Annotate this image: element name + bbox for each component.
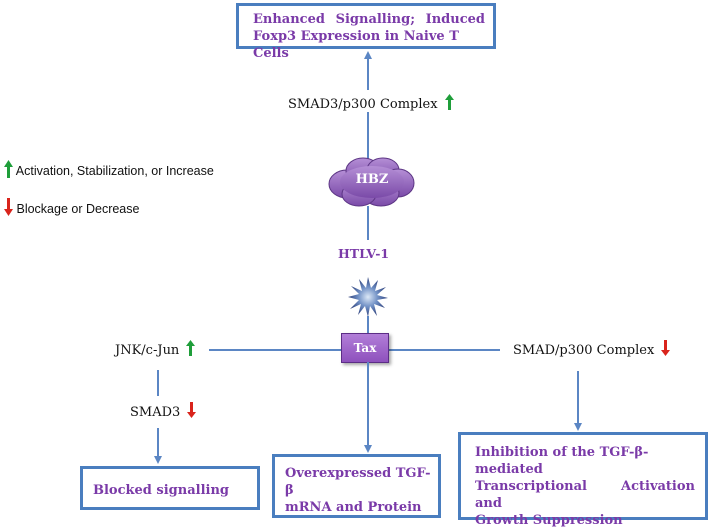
green-up-arrow-icon: [444, 94, 454, 110]
jnk-to-tax-line: [209, 349, 342, 351]
smad3-p300-complex-text: SMAD3/p300 Complex: [288, 97, 438, 112]
legend-blockage: Blockage or Decrease: [4, 198, 139, 216]
legend-activation-text: Activation, Stabilization, or Increase: [15, 164, 214, 178]
blocked-signalling-box: Blocked signalling: [80, 466, 260, 510]
smad-to-inhibition-line: [577, 371, 579, 423]
smad3-label: SMAD3: [130, 402, 197, 420]
inhibition-line2: Transcriptional Activation and: [475, 479, 695, 511]
jnk-to-smad3-line: [157, 370, 159, 396]
blocked-signalling-text: Blocked signalling: [93, 483, 229, 498]
virus-to-tax-line: [367, 316, 369, 334]
overexpressed-line1: Overexpressed TGF-β: [285, 466, 431, 498]
tax-to-smad-line: [387, 349, 500, 351]
red-down-arrow-icon: [661, 340, 671, 356]
virus-particle-icon: [348, 277, 388, 317]
top-outcome-line2: Foxp3 Expression in Naive T Cells: [253, 29, 459, 61]
tax-to-overexpressed-line: [367, 362, 369, 445]
arrow-to-overexpressed: [364, 445, 372, 453]
arrow-to-inhibition: [574, 423, 582, 431]
smad3-to-blocked-line: [157, 428, 159, 456]
smad3-text: SMAD3: [130, 405, 181, 420]
hbz-label: HBZ: [355, 172, 389, 187]
red-down-arrow-icon: [187, 402, 197, 418]
hbz-to-top-line: [367, 58, 369, 90]
overexpressed-tgf-box: Overexpressed TGF-β mRNA and Protein: [272, 454, 441, 518]
top-outcome-box: Enhanced Signalling; Induced Foxp3 Expre…: [236, 3, 496, 61]
inhibition-box: Inhibition of the TGF-β-mediated Transcr…: [458, 432, 708, 528]
inhibition-line3: Growth Suppression: [475, 513, 623, 528]
jnk-c-jun-text: JNK/c-Jun: [115, 343, 180, 358]
smad-p300-complex-label: SMAD/p300 Complex: [513, 340, 671, 358]
smad3p300-to-hbz-line: [367, 112, 369, 160]
green-up-arrow-icon: [4, 160, 13, 178]
hbz-cloud-icon: [328, 157, 415, 207]
overexpressed-line2: mRNA and Protein: [285, 500, 422, 515]
tax-node: Tax: [341, 333, 389, 363]
inhibition-line1: Inhibition of the TGF-β-mediated: [475, 445, 649, 477]
smad3-p300-complex-label: SMAD3/p300 Complex: [288, 94, 454, 112]
hbz-to-htlv-line: [367, 206, 369, 240]
green-up-arrow-icon: [186, 340, 196, 356]
legend-activation: Activation, Stabilization, or Increase: [4, 160, 214, 178]
red-down-arrow-icon: [4, 198, 13, 216]
top-outcome-line1: Enhanced Signalling; Induced: [253, 12, 485, 27]
htlv-1-label: HTLV-1: [338, 246, 390, 261]
legend-blockage-text: Blockage or Decrease: [16, 202, 140, 216]
arrow-to-blocked: [154, 456, 162, 464]
arrow-to-top-box: [364, 51, 372, 59]
jnk-c-jun-label: JNK/c-Jun: [115, 340, 196, 358]
smad-p300-complex-text: SMAD/p300 Complex: [513, 343, 655, 358]
